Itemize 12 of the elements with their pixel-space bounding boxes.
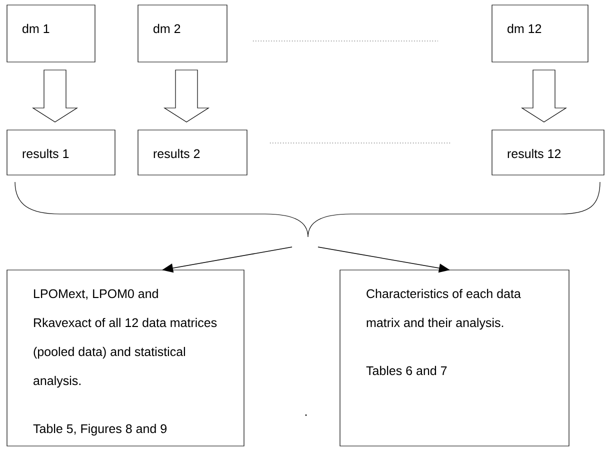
label-box: dm 1 xyxy=(6,4,96,62)
label-box: results 2 xyxy=(138,130,248,176)
block-arrow xyxy=(163,70,210,122)
text-box: Characteristics of each data matrix and their analysis. Tables 6 and 7 xyxy=(340,270,570,446)
label-box: dm 2 xyxy=(138,4,228,62)
block-arrow xyxy=(32,70,78,122)
label-box: results 12 xyxy=(492,130,604,176)
label-box: dm 12 xyxy=(492,4,588,62)
label-box: results 1 xyxy=(6,130,116,176)
text-box: LPOMext, LPOM0 and Rkavexact of all 12 data matrices (pooled data) and statistical analysis. Table 5, Figures 8 and 9 xyxy=(6,270,244,446)
dot-mark: . xyxy=(305,414,307,416)
block-arrow xyxy=(520,70,568,122)
